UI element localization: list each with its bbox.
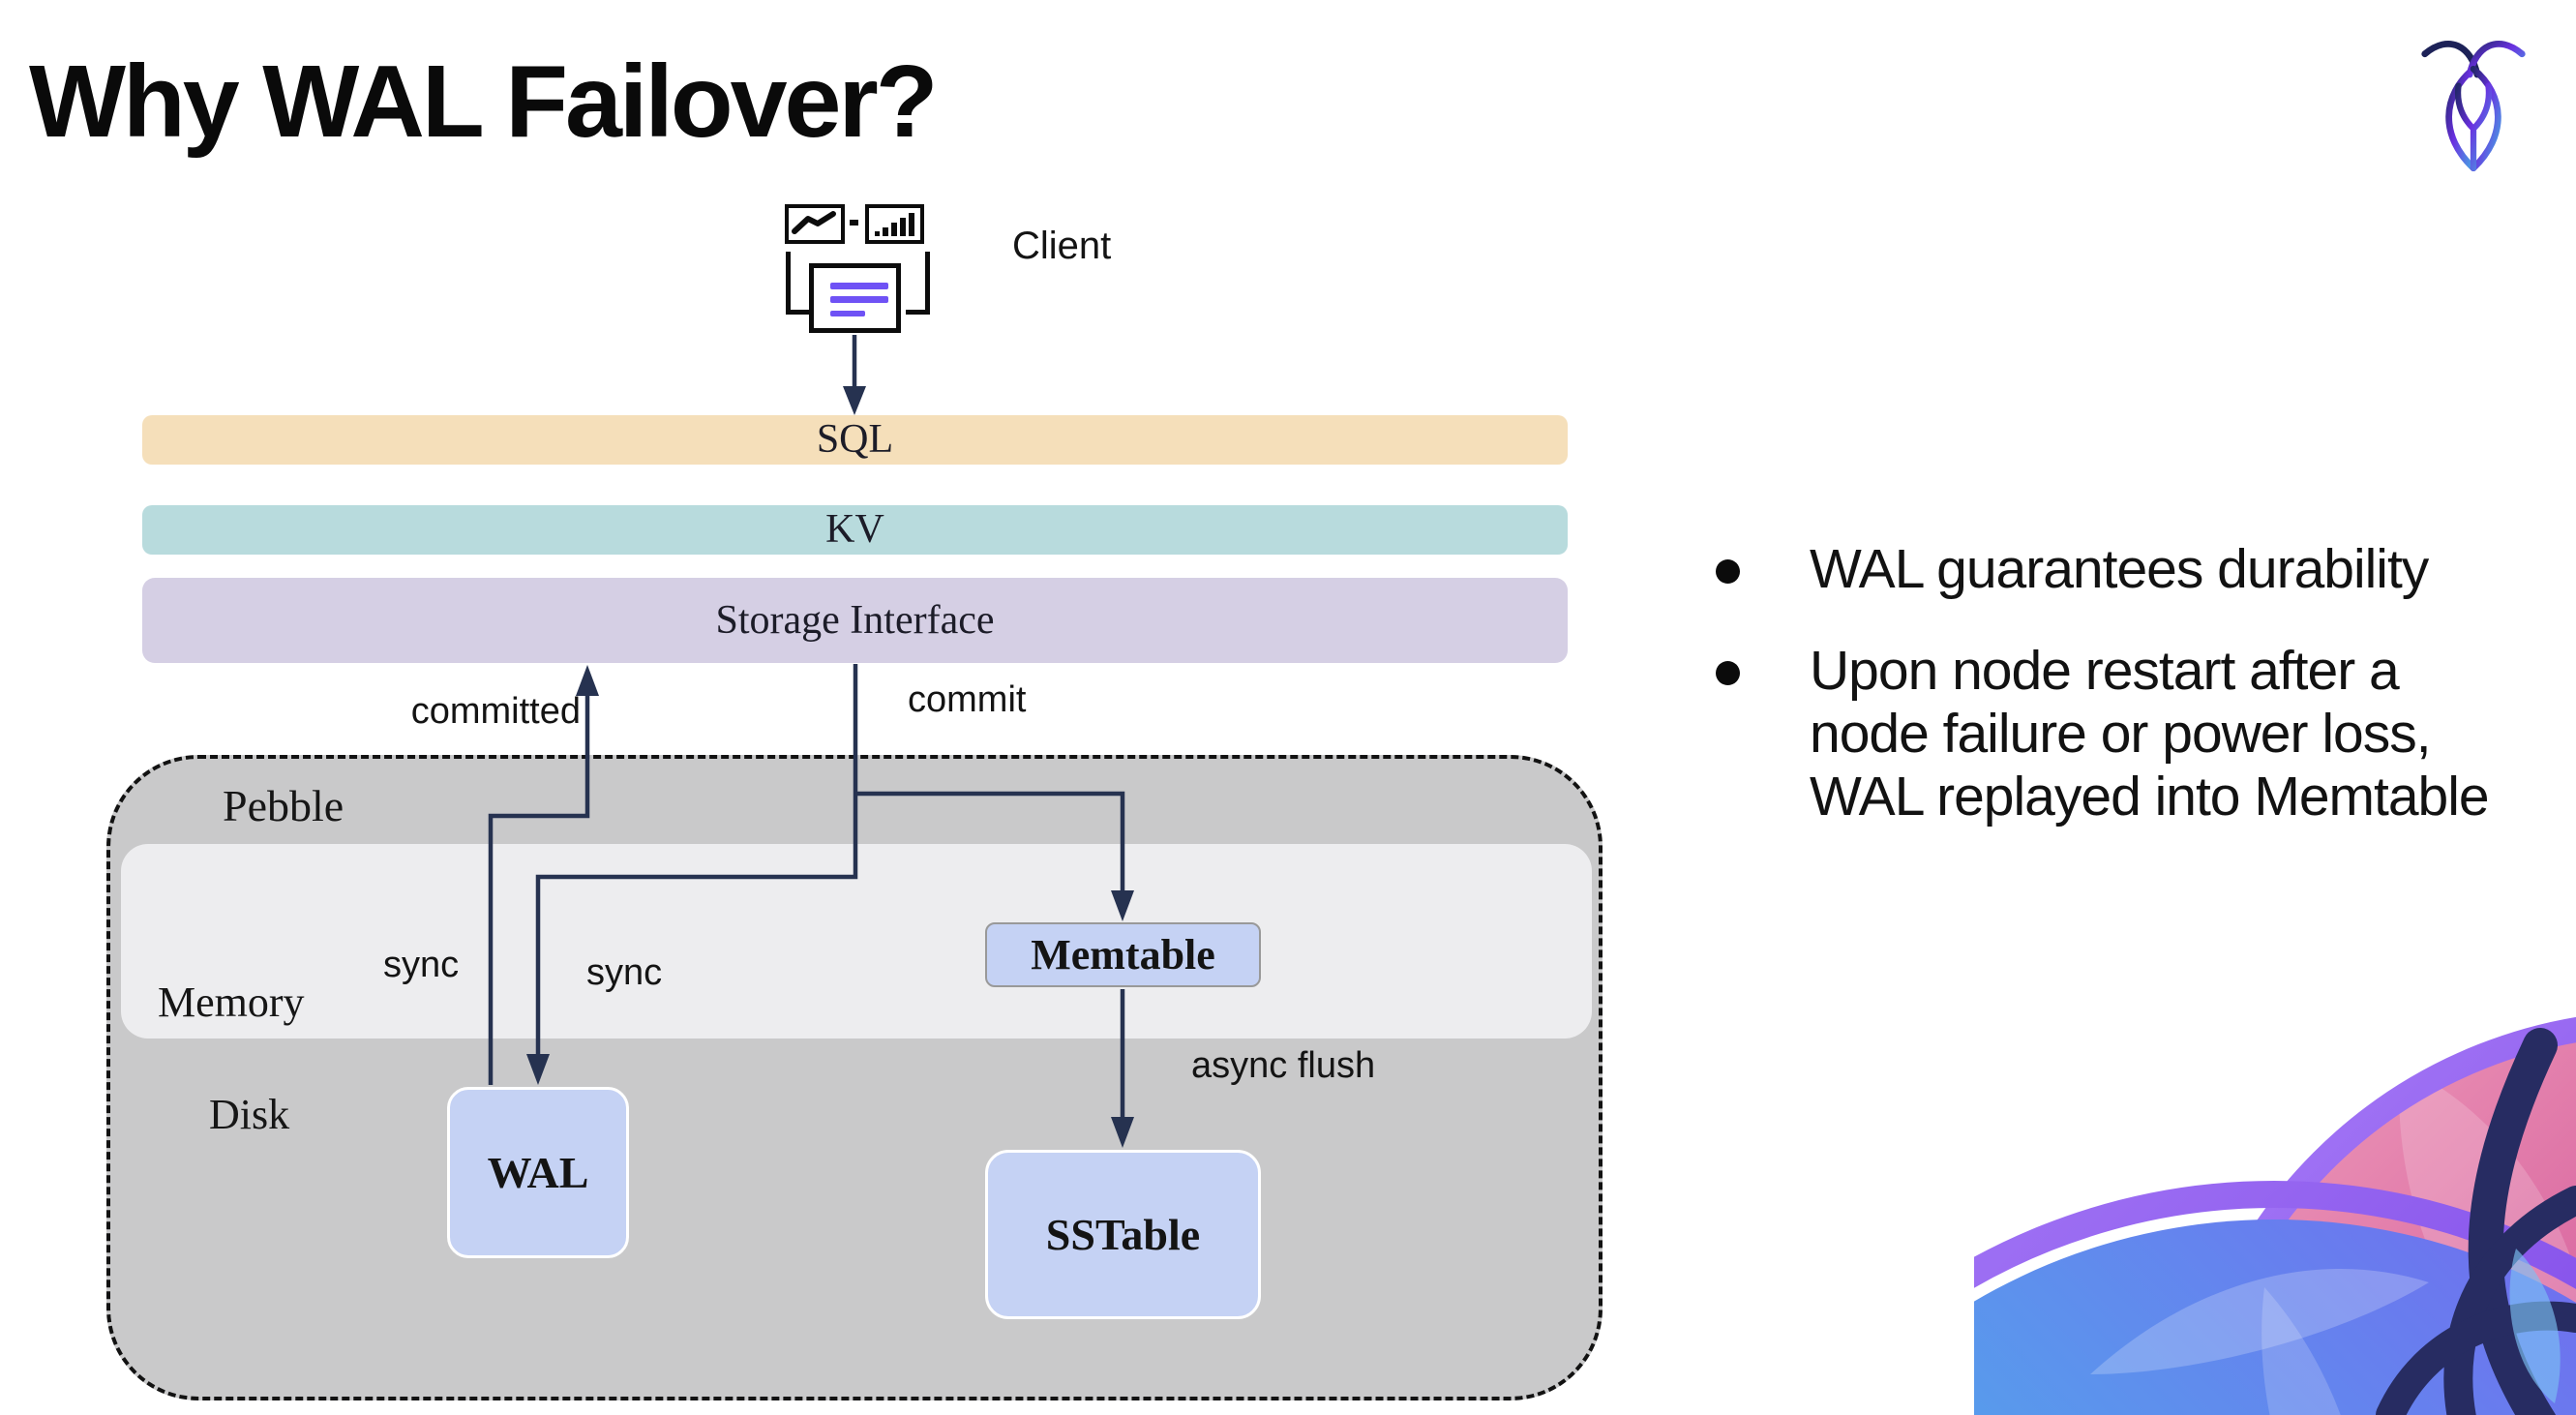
wal-node: WAL (447, 1087, 629, 1258)
memtable-node: Memtable (985, 922, 1261, 987)
bullet-dot (1716, 559, 1740, 584)
client-line-chart-icon (785, 204, 845, 244)
memory-band (121, 844, 1592, 1039)
client-icon-dash (850, 220, 858, 226)
bullet-text: Upon node restart after a node failure o… (1810, 640, 2490, 828)
brand-art (1974, 958, 2576, 1415)
sstable-node: SSTable (985, 1150, 1261, 1319)
bullet-dot (1716, 661, 1740, 685)
edge-label-sync-commit: sync (586, 952, 663, 993)
page-title: Why WAL Failover? (29, 45, 938, 159)
layer-storage-interface: Storage Interface (142, 578, 1568, 663)
client-bar-chart-icon (865, 204, 924, 244)
disk-label: Disk (209, 1091, 290, 1138)
edge-label-commit: commit (908, 679, 1027, 720)
memory-label: Memory (158, 978, 305, 1026)
client-bracket-left (786, 252, 810, 315)
edge-label-async-flush: async flush (1191, 1045, 1376, 1086)
client-label: Client (1012, 225, 1112, 267)
edge-label-sync-wal: sync (383, 945, 460, 985)
edge-label-committed: committed (410, 691, 581, 732)
layer-kv: KV (142, 505, 1568, 555)
client-bracket-right (906, 252, 930, 315)
layer-sql: SQL (142, 415, 1568, 465)
cockroachdb-logo-icon (2421, 41, 2526, 172)
bullet-text: WAL guarantees durability (1810, 538, 2429, 600)
pebble-label: Pebble (223, 781, 344, 830)
client-document-icon (809, 263, 901, 333)
